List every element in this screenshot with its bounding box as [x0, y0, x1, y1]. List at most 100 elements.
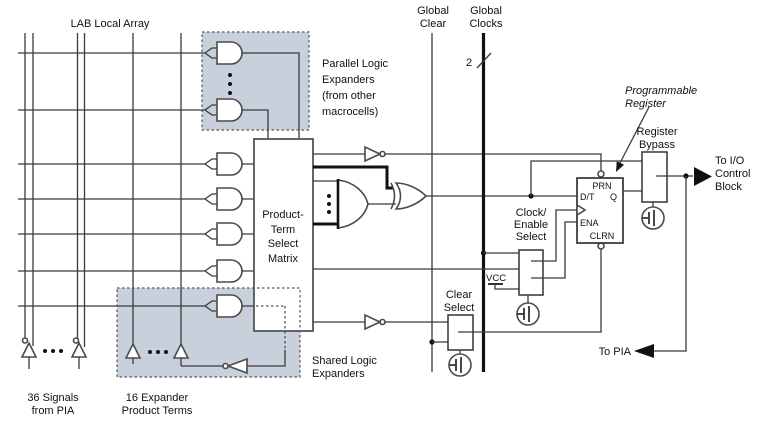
clear-select-label: Select	[444, 302, 475, 314]
and-gate-icon	[216, 98, 243, 122]
ellipsis-dots-icon	[148, 350, 168, 354]
parallel-expanders-label: macrocells)	[322, 106, 378, 118]
global-signals: 2 Global Clear Global Clocks	[417, 5, 503, 372]
inverted-output-bubble-icon	[21, 337, 29, 344]
to-io-label: To I/O	[715, 155, 745, 167]
programmable-register-label: Programmable	[625, 85, 697, 97]
eeprom-cell-icon	[448, 353, 472, 377]
clock-enable-select: VCC Clock/ Enable Select	[313, 207, 577, 326]
xor-back-curve-icon	[390, 182, 396, 210]
enable-to-register-wire	[531, 221, 577, 279]
expander-terms-label: 16 Expander	[126, 392, 189, 404]
clock-enable-select-label: Enable	[514, 219, 548, 231]
eeprom-cell-icon	[641, 206, 665, 230]
programmable-register-label: Register	[625, 98, 667, 110]
global-clear-label: Clear	[420, 18, 447, 30]
shared-expanders-label: Shared Logic	[312, 355, 377, 367]
expander-output-wire	[242, 109, 269, 139]
shared-expanders-border	[116, 287, 301, 378]
matrix-box	[253, 138, 314, 332]
parallel-expanders-border	[201, 31, 310, 131]
global-clear-label: Global	[417, 5, 449, 17]
product-term-row	[18, 228, 217, 240]
global-clocks-label: Global	[470, 5, 502, 17]
inverter-bubble-icon	[222, 362, 229, 370]
inverted-output-bubble-icon	[72, 337, 80, 344]
pin-prn: PRN	[592, 181, 611, 191]
clrn-bubble-icon	[597, 242, 605, 250]
signals-from-pia-label: from PIA	[32, 405, 75, 417]
expander-terms-label: Product Terms	[122, 405, 193, 417]
and-gate-icon	[216, 187, 243, 211]
prn-bubble-icon	[597, 170, 605, 178]
preset-product-term	[313, 145, 605, 178]
parallel-expanders-label: (from other	[322, 90, 376, 102]
shared-expander-feedback	[124, 305, 286, 375]
pin-dt: D/T	[580, 192, 595, 202]
clock-enable-select-mux	[518, 249, 544, 296]
bus-width-slash-icon	[476, 52, 492, 69]
global-clocks-label: Clocks	[469, 18, 503, 30]
register-bypass-label: Bypass	[639, 139, 676, 151]
clock-triangle-icon	[576, 203, 587, 217]
or-gate-sum	[313, 179, 396, 229]
inverter-icon	[364, 313, 382, 331]
pia-feedback: To PIA	[599, 176, 687, 358]
pin-ena: ENA	[580, 218, 599, 228]
product-term-row	[18, 265, 217, 277]
inverter-icon	[225, 357, 248, 375]
pin-q: Q	[610, 192, 617, 202]
expander-buffer-icon	[172, 342, 190, 359]
expander-output-wire	[242, 52, 300, 139]
clock-enable-select-label: Select	[516, 231, 547, 243]
feedback-wire	[180, 358, 223, 367]
programmable-register: PRN D/T Q ENA CLRN Programmable Register	[528, 85, 697, 244]
eeprom-cell-icon	[516, 302, 540, 326]
register-bypass-mux	[641, 151, 668, 203]
annotation-pointer-line	[619, 106, 650, 164]
output-buffer-icon	[694, 167, 712, 186]
signals-from-pia-label: 36 Signals	[27, 392, 79, 404]
or-gate-icon	[337, 179, 369, 229]
parallel-expanders-label: Parallel Logic	[322, 58, 389, 70]
parallel-expanders-label: Expanders	[322, 74, 375, 86]
ellipsis-dots-icon	[43, 349, 63, 353]
xor-gate-icon	[394, 182, 428, 210]
inverter-icon	[364, 145, 382, 163]
bus-width-label: 2	[466, 57, 472, 69]
gate-to-matrix-stubs	[242, 163, 254, 307]
ellipsis-dots-icon	[228, 73, 232, 95]
clear-select-label: Clear	[446, 289, 473, 301]
lab-local-array-label: LAB Local Array	[71, 18, 150, 30]
matrix-label: Term	[271, 224, 295, 236]
inverter-bubble-icon	[379, 150, 386, 158]
clear-select: Clear Select	[313, 242, 605, 377]
matrix-label: Product-	[262, 209, 304, 221]
product-term-and-gates	[216, 41, 300, 318]
product-term-row	[18, 158, 217, 170]
clear-to-clrn-wire	[458, 249, 602, 333]
preset-wire	[385, 153, 602, 171]
product-term-row	[18, 193, 217, 205]
matrix-internal-path	[256, 305, 286, 350]
vcc-label: VCC	[486, 273, 506, 284]
annotation-arrowhead-icon	[616, 161, 624, 172]
matrix-label: Select	[268, 238, 299, 250]
register-bypass: Register Bypass To I/O Control Block	[637, 126, 750, 230]
pia-input-buffers	[20, 337, 88, 369]
product-term-select-matrix: Product- Term Select Matrix	[253, 138, 314, 332]
array-vertical-lines	[24, 33, 182, 347]
pin-clrn: CLRN	[590, 231, 615, 241]
matrix-label: Matrix	[268, 253, 298, 265]
and-gate-icon	[216, 294, 243, 318]
and-gate-icon	[216, 41, 243, 65]
and-gate-icon	[216, 259, 243, 283]
register-bypass-label: Register	[637, 126, 678, 138]
clock-enable-select-label: Clock/	[516, 207, 548, 219]
product-term-row	[18, 300, 217, 312]
and-gate-icon	[216, 152, 243, 176]
input-buffer-icon	[20, 341, 38, 358]
clock-to-register-wire	[531, 209, 577, 262]
